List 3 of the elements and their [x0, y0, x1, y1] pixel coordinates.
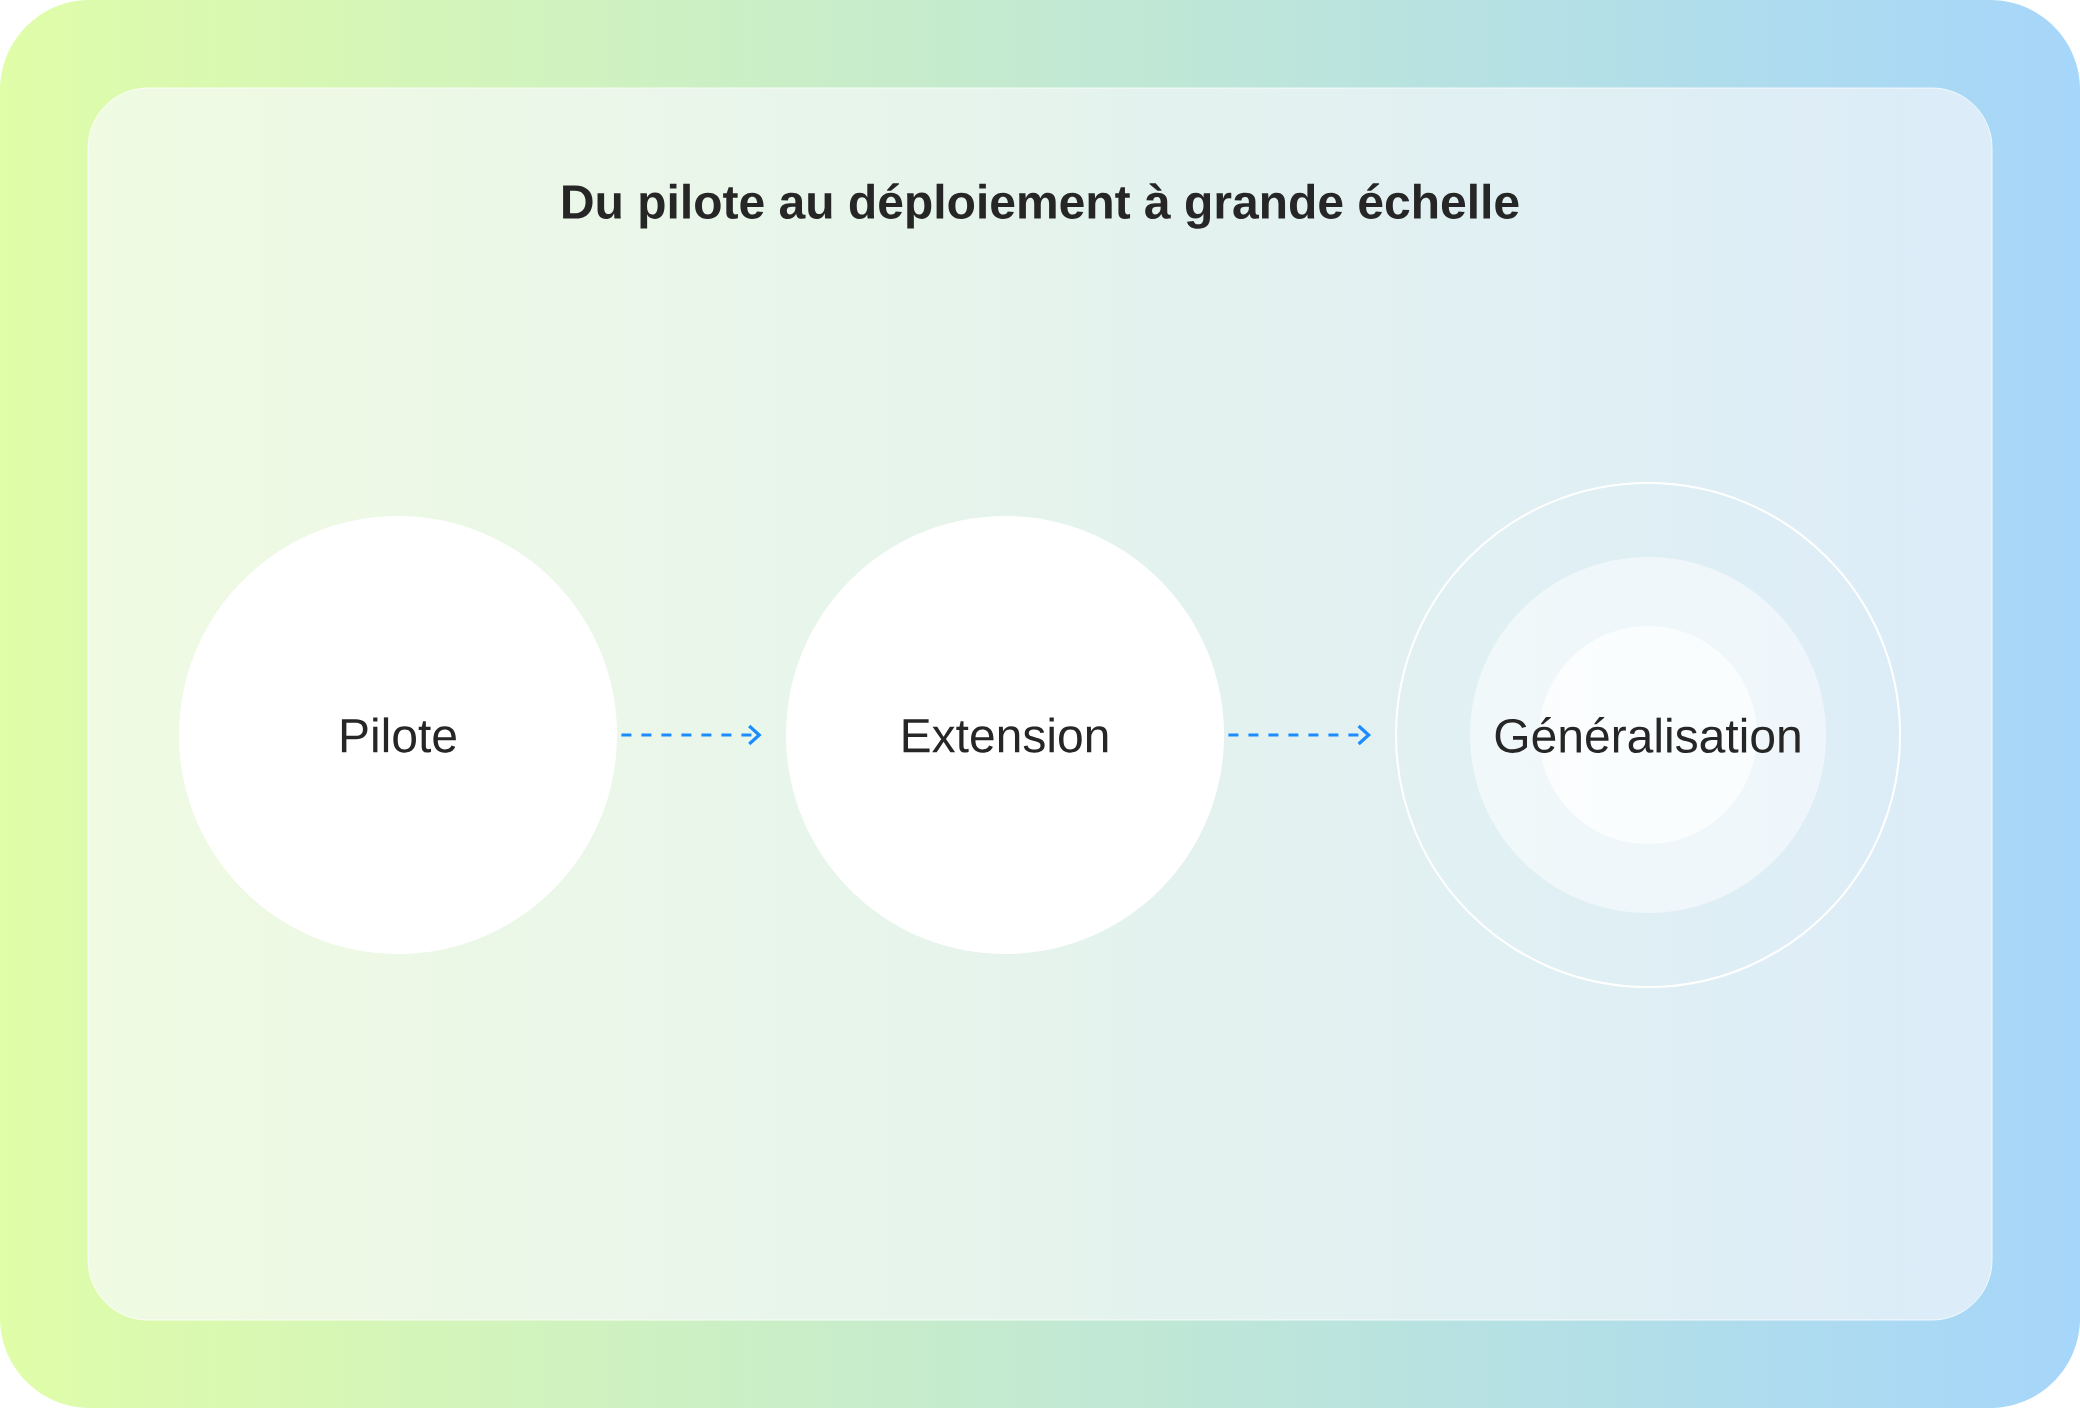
arrow	[1228, 724, 1372, 746]
title: Du pilote au déploiement à grande échelle	[563, 183, 1519, 229]
arrow	[621, 724, 762, 746]
